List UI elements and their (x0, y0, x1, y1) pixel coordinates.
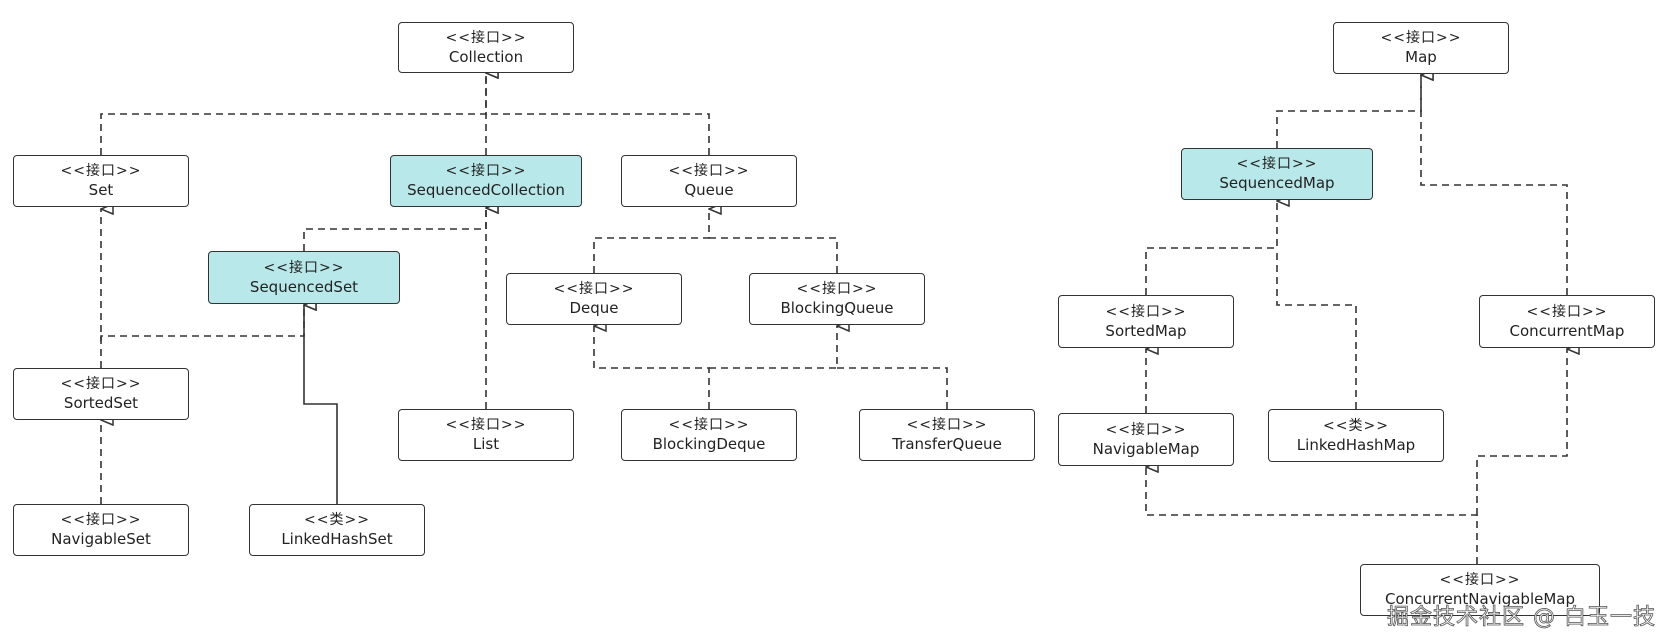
node-name: NavigableSet (51, 530, 151, 548)
edge-set-to-collection (100, 73, 486, 155)
node-name: Queue (684, 181, 734, 199)
edge-concurrent-navigable-map-to-navigable-map (1146, 467, 1478, 564)
node-name: Deque (569, 299, 619, 317)
node-name: LinkedHashMap (1296, 435, 1416, 454)
node-queue[interactable]: <<接口>> Queue (621, 155, 797, 207)
stereotype-label: <<类>> (304, 512, 370, 528)
node-blocking-deque[interactable]: <<接口>> BlockingDeque (621, 409, 797, 461)
edge-concurrent-navigable-map-to-concurrent-map (1476, 349, 1567, 515)
node-sorted-map[interactable]: <<接口>> SortedMap (1058, 295, 1234, 348)
stereotype-label: <<接口>> (553, 281, 635, 297)
node-name: SequencedMap (1219, 174, 1335, 192)
node-name: Set (88, 181, 114, 199)
stereotype-label: <<接口>> (445, 29, 527, 46)
node-linked-hash-map[interactable]: <<类>> LinkedHashMap (1268, 409, 1444, 462)
edge-blocking-deque-to-blocking-queue (709, 326, 837, 369)
stereotype-label: <<接口>> (445, 417, 527, 433)
stereotype-label: <<接口>> (1380, 30, 1462, 46)
node-map[interactable]: <<接口>> Map (1333, 22, 1509, 74)
node-name: SortedSet (63, 394, 139, 412)
node-sequenced-set[interactable]: <<接口>> SequencedSet (208, 251, 400, 304)
edge-deque-to-queue (593, 209, 709, 273)
stereotype-label: <<接口>> (445, 163, 527, 179)
stereotype-label: <<接口>> (1105, 421, 1187, 438)
stereotype-label: <<接口>> (1439, 572, 1521, 588)
node-name: ConcurrentMap (1509, 321, 1625, 340)
watermark-text: 掘金技术社区 @ 白玉一技 (1387, 605, 1656, 631)
stereotype-label: <<接口>> (1526, 303, 1608, 320)
stereotype-label: <<接口>> (796, 281, 878, 297)
edge-sorted-map-to-sequenced-map (1145, 201, 1277, 295)
stereotype-label: <<接口>> (1236, 156, 1318, 172)
stereotype-label: <<接口>> (60, 512, 142, 528)
node-name: Collection (448, 47, 524, 66)
node-name: NavigableMap (1092, 439, 1200, 458)
node-concurrent-navigable-map[interactable]: <<接口>> ConcurrentNavigableMap (1360, 564, 1600, 616)
node-name: List (472, 435, 500, 453)
edge-queue-to-collection (486, 113, 710, 155)
edge-blocking-deque-to-deque (594, 326, 710, 409)
node-sequenced-collection[interactable]: <<接口>> SequencedCollection (390, 155, 582, 207)
edge-blocking-queue-to-queue (709, 237, 838, 273)
node-navigable-set[interactable]: <<接口>> NavigableSet (13, 504, 189, 556)
node-navigable-map[interactable]: <<接口>> NavigableMap (1058, 413, 1234, 466)
node-sorted-set[interactable]: <<接口>> SortedSet (13, 368, 189, 420)
node-sequenced-map[interactable]: <<接口>> SequencedMap (1181, 148, 1373, 200)
node-name: SequencedCollection (407, 181, 565, 199)
stereotype-label: <<接口>> (60, 376, 142, 392)
node-list[interactable]: <<接口>> List (398, 409, 574, 461)
stereotype-label: <<接口>> (668, 163, 750, 179)
edge-linked-hash-map-to-sequenced-map (1276, 248, 1357, 409)
edge-concurrent-map-to-map (1421, 75, 1568, 295)
node-deque[interactable]: <<接口>> Deque (506, 273, 682, 325)
edge-sequenced-set-to-sequenced-collection (303, 208, 486, 251)
stereotype-label: <<接口>> (906, 417, 988, 433)
node-name: BlockingDeque (652, 435, 766, 453)
edge-sequenced-map-to-map (1276, 75, 1421, 148)
node-linked-hash-set[interactable]: <<类>> LinkedHashSet (249, 504, 425, 556)
node-name: LinkedHashSet (281, 530, 393, 548)
node-name: TransferQueue (892, 435, 1002, 453)
stereotype-label: <<接口>> (668, 417, 750, 433)
node-name: BlockingQueue (780, 299, 894, 317)
stereotype-label: <<接口>> (60, 163, 142, 179)
edge-linked-hash-set-to-sequenced-set (304, 305, 338, 504)
node-transfer-queue[interactable]: <<接口>> TransferQueue (859, 409, 1035, 461)
node-name: SequencedSet (249, 277, 359, 296)
node-name: ConcurrentNavigableMap (1384, 590, 1575, 608)
node-name: Map (1405, 48, 1437, 66)
edge-sorted-set-to-sequenced-set (100, 305, 304, 341)
node-name: SortedMap (1105, 321, 1187, 340)
node-blocking-queue[interactable]: <<接口>> BlockingQueue (749, 273, 925, 325)
edge-transfer-queue-to-blocking-queue (837, 367, 948, 409)
node-concurrent-map[interactable]: <<接口>> ConcurrentMap (1479, 295, 1655, 348)
stereotype-label: <<接口>> (263, 259, 345, 276)
stereotype-label: <<接口>> (1105, 303, 1187, 320)
stereotype-label: <<类>> (1323, 417, 1389, 434)
node-set[interactable]: <<接口>> Set (13, 155, 189, 207)
node-collection[interactable]: <<接口>> Collection (398, 22, 574, 73)
